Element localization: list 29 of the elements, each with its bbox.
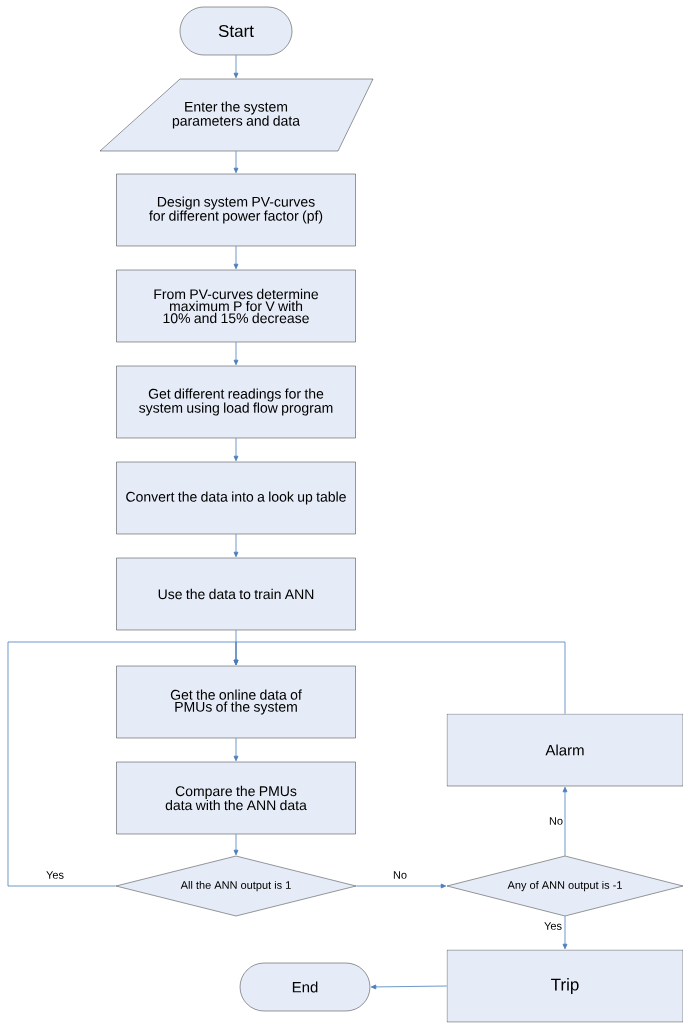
edge-label: No <box>548 816 565 826</box>
input-parallelogram: Enter the system parameters and data <box>99 78 374 152</box>
arrow <box>370 984 448 990</box>
process-box: Convert the data into a look up table <box>116 461 356 535</box>
arrow <box>233 54 239 79</box>
arrow <box>233 245 239 270</box>
arrow <box>233 737 239 762</box>
terminal-node: End <box>239 962 371 1012</box>
arrow <box>233 641 566 715</box>
process-box: Trip <box>446 949 683 1023</box>
edge-label: No <box>392 870 409 880</box>
terminal-node: Start <box>179 6 293 56</box>
process-box: Alarm <box>446 713 683 787</box>
arrow <box>562 786 568 857</box>
arrow <box>562 915 568 950</box>
edge-label: Yes <box>543 921 563 931</box>
arrow <box>233 833 239 856</box>
process-box: Get different readings for the system using load flow program <box>116 365 356 439</box>
process-box: Get the online data of PMUs of the system <box>116 665 356 739</box>
arrow <box>233 341 239 366</box>
process-box: Design system PV-curves for different power factor (pf) <box>116 173 356 247</box>
process-box: Use the data to train ANN <box>116 557 356 631</box>
arrow <box>233 533 239 558</box>
arrow <box>233 437 239 462</box>
arrow <box>355 883 447 889</box>
arrow <box>233 150 239 174</box>
edge-label: Yes <box>45 870 65 880</box>
process-box: From PV-curves determine maximum P for V with 10% and 15% decrease <box>116 269 356 343</box>
process-box: Compare the PMUs data with the ANN data <box>116 761 356 835</box>
